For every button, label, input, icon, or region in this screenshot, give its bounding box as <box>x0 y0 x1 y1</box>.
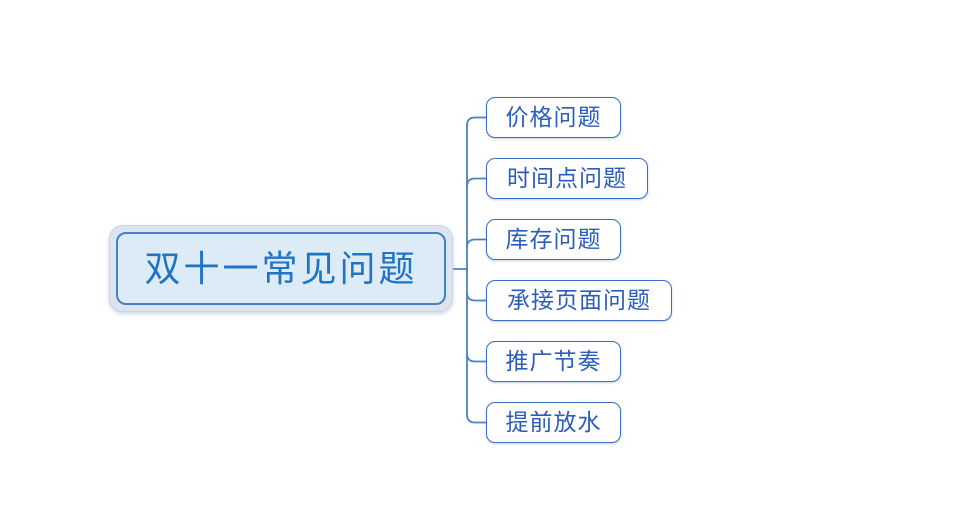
connector-branch-4 <box>466 291 487 302</box>
branch-node-price[interactable]: 价格问题 <box>486 97 621 138</box>
central-topic-node[interactable]: 双十一常见问题 <box>116 232 446 305</box>
connector-branch-1 <box>466 116 487 127</box>
connector-branch-3 <box>466 238 487 249</box>
branch-node-label: 时间点问题 <box>507 166 627 191</box>
connector-branch-6 <box>466 413 487 424</box>
branch-node-label: 价格问题 <box>505 105 602 130</box>
branch-node-early-release[interactable]: 提前放水 <box>486 402 621 443</box>
branch-node-landing-page[interactable]: 承接页面问题 <box>486 280 672 321</box>
central-topic-label: 双十一常见问题 <box>144 248 418 289</box>
branch-node-timing[interactable]: 时间点问题 <box>486 158 648 199</box>
branch-node-label: 库存问题 <box>505 227 602 252</box>
branch-node-label: 承接页面问题 <box>507 288 651 313</box>
branch-node-label: 提前放水 <box>505 410 602 435</box>
connector-branch-2 <box>466 177 487 188</box>
branch-node-inventory[interactable]: 库存问题 <box>486 219 621 260</box>
branch-node-label: 推广节奏 <box>505 349 602 374</box>
connector-branch-5 <box>466 352 487 363</box>
branch-node-promotion-pace[interactable]: 推广节奏 <box>486 341 621 382</box>
central-topic-selection-halo: 双十一常见问题 <box>109 225 453 312</box>
